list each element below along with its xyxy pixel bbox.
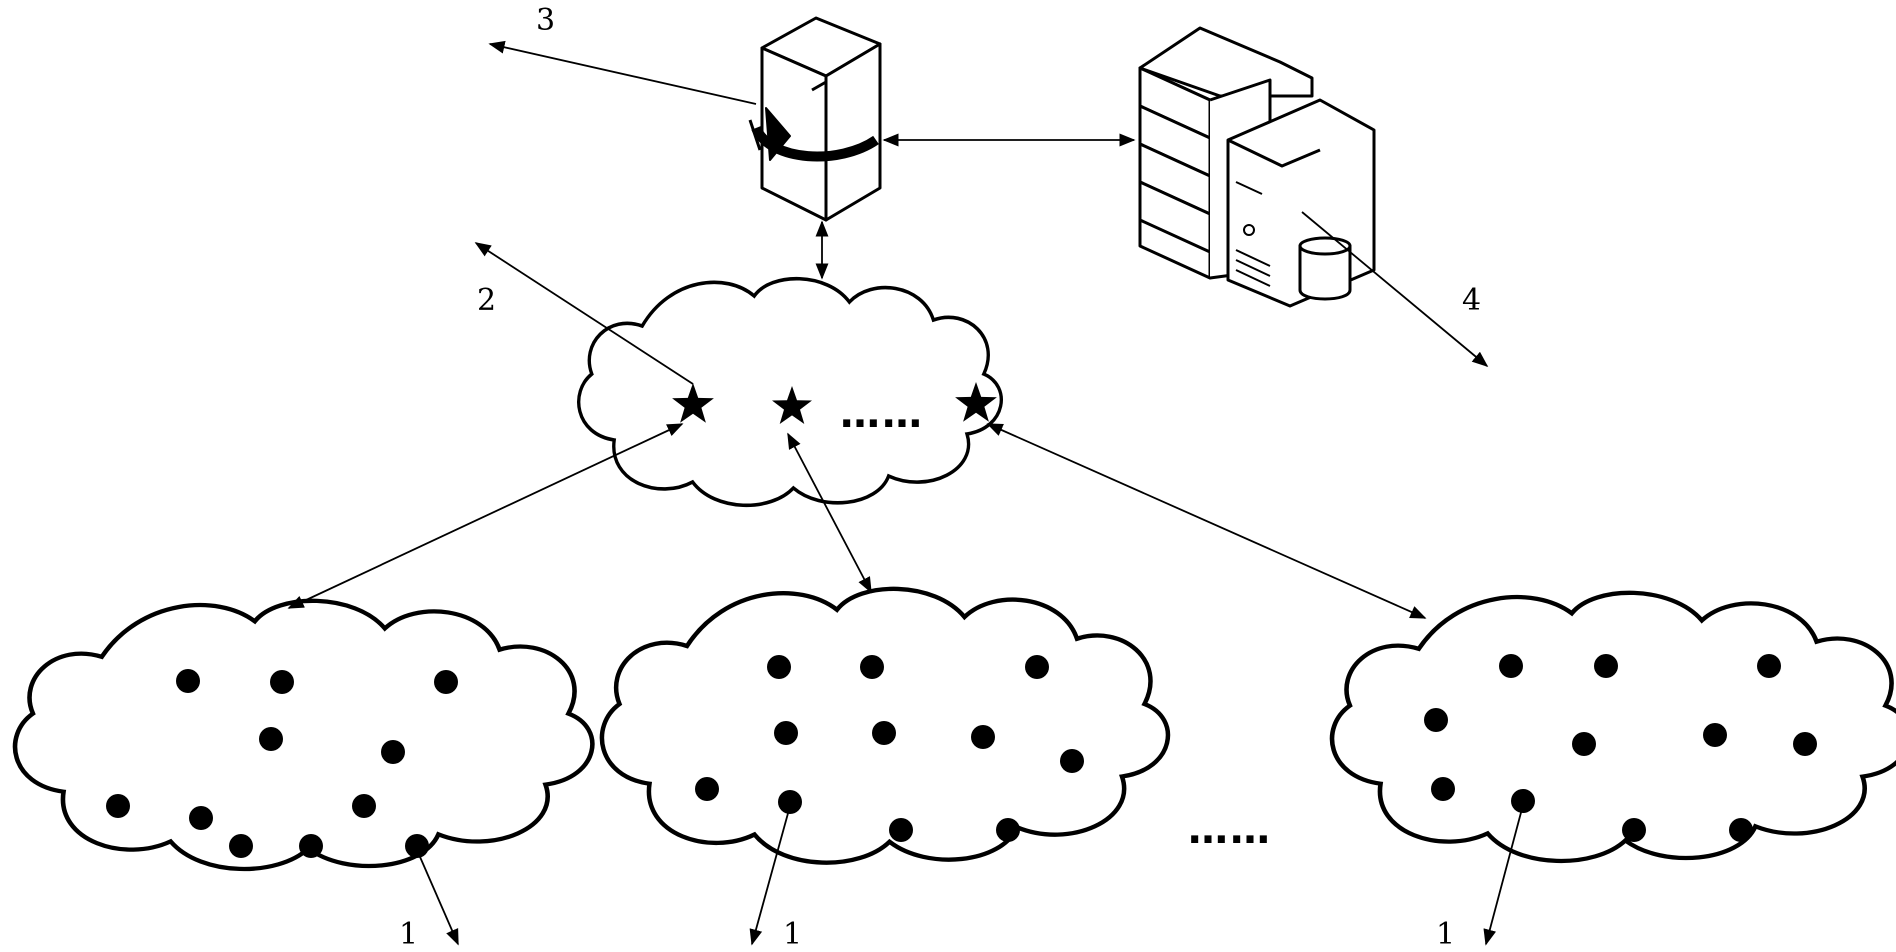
- sensor-node: [1757, 654, 1781, 678]
- sensor-node: [405, 834, 429, 858]
- sensor-node: [778, 790, 802, 814]
- sensor-clouds-ellipsis: ……: [1188, 810, 1272, 850]
- server-ref-label: 4: [1462, 286, 1481, 316]
- sensor-node: [1511, 789, 1535, 813]
- sensor-node: [106, 794, 130, 818]
- sensor-node: [189, 806, 213, 830]
- leader-gateway-ref: [490, 44, 756, 104]
- sensor-node: [1424, 708, 1448, 732]
- sensor-node: [270, 670, 294, 694]
- sensor-node: [1594, 654, 1618, 678]
- sensor-node: [229, 834, 253, 858]
- sensor-node: [1572, 732, 1596, 756]
- sensor-node: [695, 777, 719, 801]
- sensor-node: [1431, 777, 1455, 801]
- sensor-node: [996, 818, 1020, 842]
- sensor-node: [889, 818, 913, 842]
- sensor-node: [1499, 654, 1523, 678]
- sensor-node: [971, 725, 995, 749]
- sensor-node: [860, 655, 884, 679]
- sensor-ref-label-right: 1: [1436, 920, 1455, 950]
- server-database: [1140, 28, 1374, 306]
- relay-nodes-ellipsis: ……: [840, 394, 924, 434]
- sensor-node: [1793, 732, 1817, 756]
- sensor-node: [434, 670, 458, 694]
- leader-sensor-ref-left: [417, 850, 458, 944]
- sensor-node: [1622, 818, 1646, 842]
- sensor-ref-label-left: 1: [399, 920, 418, 950]
- relay-ref-label: 2: [477, 286, 496, 316]
- sensor-node: [767, 655, 791, 679]
- sensor-node: [352, 794, 376, 818]
- sensor-node: [1060, 749, 1084, 773]
- link-relay-right-cloud: [988, 424, 1425, 618]
- sensor-ref-label-middle: 1: [783, 920, 802, 950]
- sensor-node: [1729, 818, 1753, 842]
- sensor-node: [1703, 723, 1727, 747]
- sensor-node: [259, 727, 283, 751]
- sensor-cloud-right: [1332, 593, 1896, 861]
- sensor-node: [774, 721, 798, 745]
- link-relay-left-cloud: [289, 424, 682, 608]
- sensor-node: [299, 834, 323, 858]
- sensor-node: [872, 721, 896, 745]
- sensor-node: [381, 740, 405, 764]
- gateway-ref-label: 3: [536, 6, 555, 36]
- sensor-node: [176, 669, 200, 693]
- gateway-device: [750, 18, 880, 220]
- sensor-node: [1025, 655, 1049, 679]
- sensor-cloud-left: [15, 601, 592, 869]
